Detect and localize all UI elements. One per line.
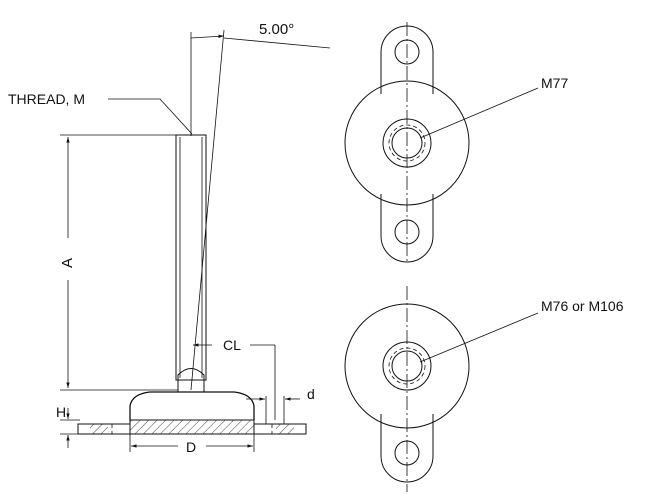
dim-a: A (59, 134, 178, 391)
top-view-m77: M77 (344, 22, 568, 263)
dome-base (129, 391, 255, 420)
thread-leader: THREAD, M (8, 91, 193, 135)
angle-indicator: 5.00° (190, 21, 331, 391)
thread-label: THREAD, M (8, 91, 85, 107)
dim-d-small: d (246, 386, 315, 424)
dim-h-label: H (56, 404, 66, 420)
dim-d-large-label: D (186, 439, 196, 455)
callout-m76-m106: M76 or M106 (541, 298, 624, 314)
dim-h: H (56, 404, 80, 448)
base-pad (77, 419, 307, 435)
dim-d-small-label: d (307, 386, 315, 402)
threaded-stud (175, 134, 207, 381)
dim-cl-label: CL (223, 337, 241, 353)
dim-cl: CL (193, 337, 276, 420)
angle-label: 5.00° (259, 21, 294, 38)
dim-a-label: A (59, 258, 76, 268)
top-view-m76-m106: M76 or M106 (344, 286, 624, 492)
side-view: 5.00° THREAD, M A CL d (8, 21, 331, 455)
callout-m77: M77 (541, 75, 568, 91)
dim-d-large: D (129, 434, 255, 455)
